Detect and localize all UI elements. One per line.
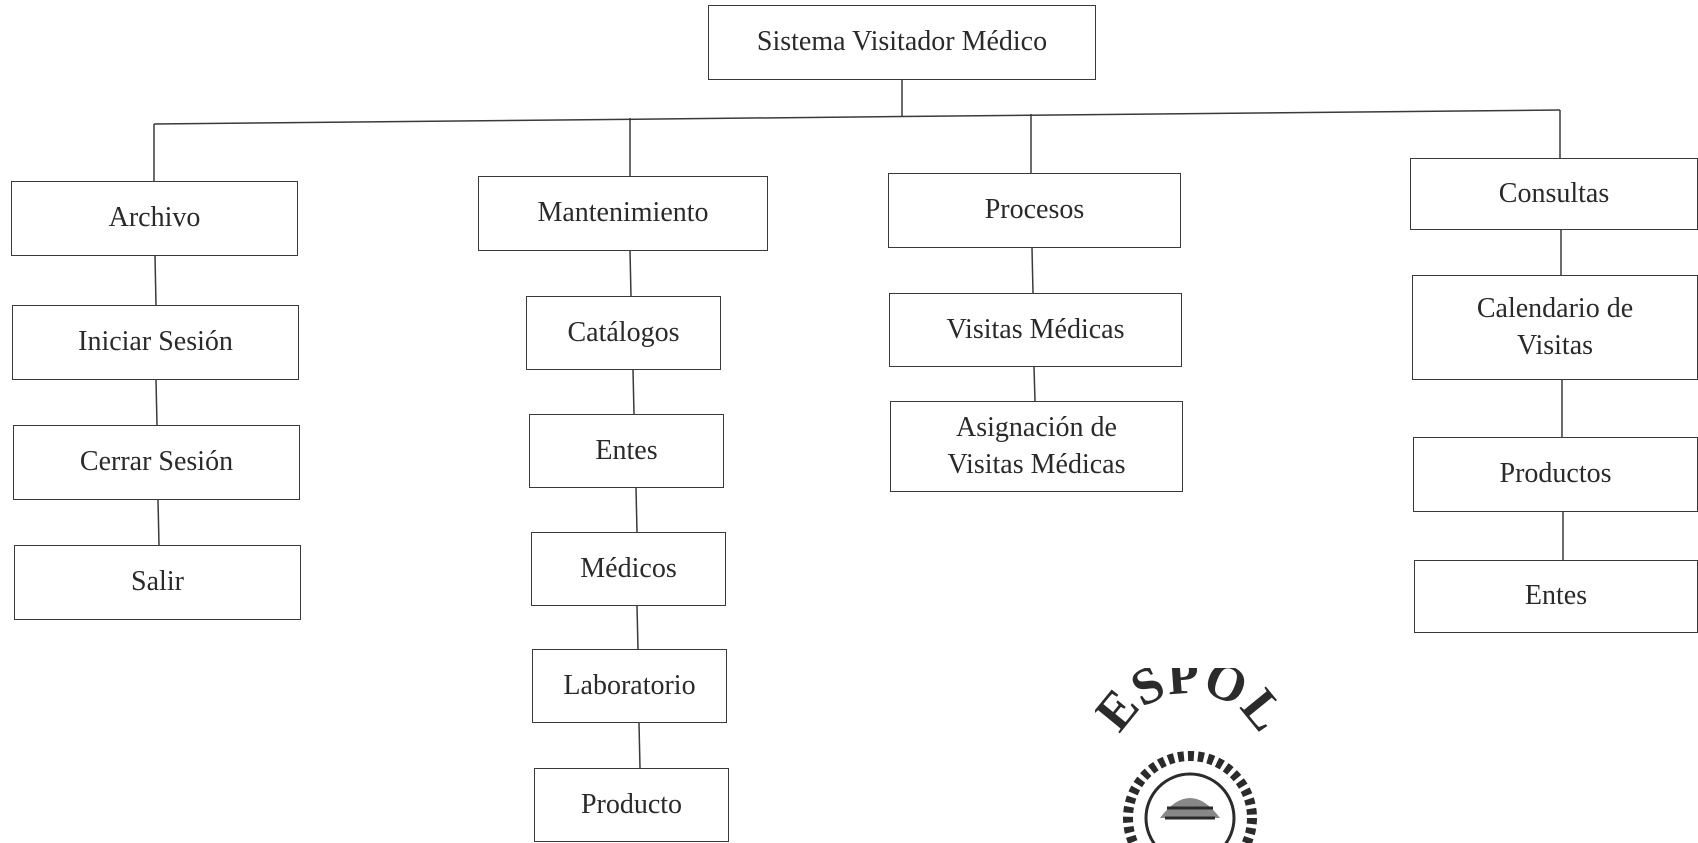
node-iniciar-sesion: Iniciar Sesión	[12, 305, 299, 380]
seal-text: ESPOL	[1095, 668, 1285, 742]
node-label: Entes	[595, 434, 658, 466]
espol-seal: ESPOL	[1095, 668, 1285, 843]
node-label: Productos	[1499, 458, 1612, 490]
branch-label: Archivo	[108, 202, 201, 234]
node-cerrar-sesion: Cerrar Sesión	[13, 425, 300, 500]
node-label: Salir	[131, 566, 184, 598]
node-label: Iniciar Sesión	[78, 326, 233, 358]
node-calendario-visitas: Calendario de Visitas	[1412, 275, 1698, 380]
node-laboratorio: Laboratorio	[532, 649, 727, 723]
branch-procesos: Procesos	[888, 173, 1181, 248]
node-label: Asignación de Visitas Médicas	[947, 412, 1126, 480]
node-label: Calendario de Visitas	[1476, 293, 1634, 361]
node-label: Visitas Médicas	[946, 313, 1125, 345]
node-asignacion-visitas: Asignación de Visitas Médicas	[890, 401, 1183, 492]
node-producto: Producto	[534, 768, 729, 842]
branch-consultas: Consultas	[1410, 158, 1698, 230]
node-label: Producto	[580, 788, 683, 820]
node-label: Médicos	[580, 552, 677, 584]
node-salir: Salir	[14, 545, 301, 620]
node-label: Cerrar Sesión	[79, 446, 234, 478]
node-medicos: Médicos	[531, 532, 726, 606]
node-label: Laboratorio	[563, 669, 696, 701]
node-label: Catálogos	[567, 316, 680, 348]
node-visitas-medicas: Visitas Médicas	[889, 293, 1182, 367]
branch-label: Consultas	[1498, 177, 1610, 209]
branch-label: Mantenimiento	[537, 197, 709, 229]
node-entes: Entes	[529, 414, 724, 488]
root-node: Sistema Visitador Médico	[708, 5, 1096, 80]
node-entes-consultas: Entes	[1414, 560, 1698, 633]
node-catalogos: Catálogos	[526, 296, 721, 370]
node-productos: Productos	[1413, 437, 1698, 512]
root-label: Sistema Visitador Médico	[756, 26, 1048, 58]
node-label: Entes	[1524, 580, 1588, 612]
branch-mantenimiento: Mantenimiento	[478, 176, 768, 251]
branch-label: Procesos	[984, 194, 1085, 226]
branch-archivo: Archivo	[11, 181, 298, 256]
